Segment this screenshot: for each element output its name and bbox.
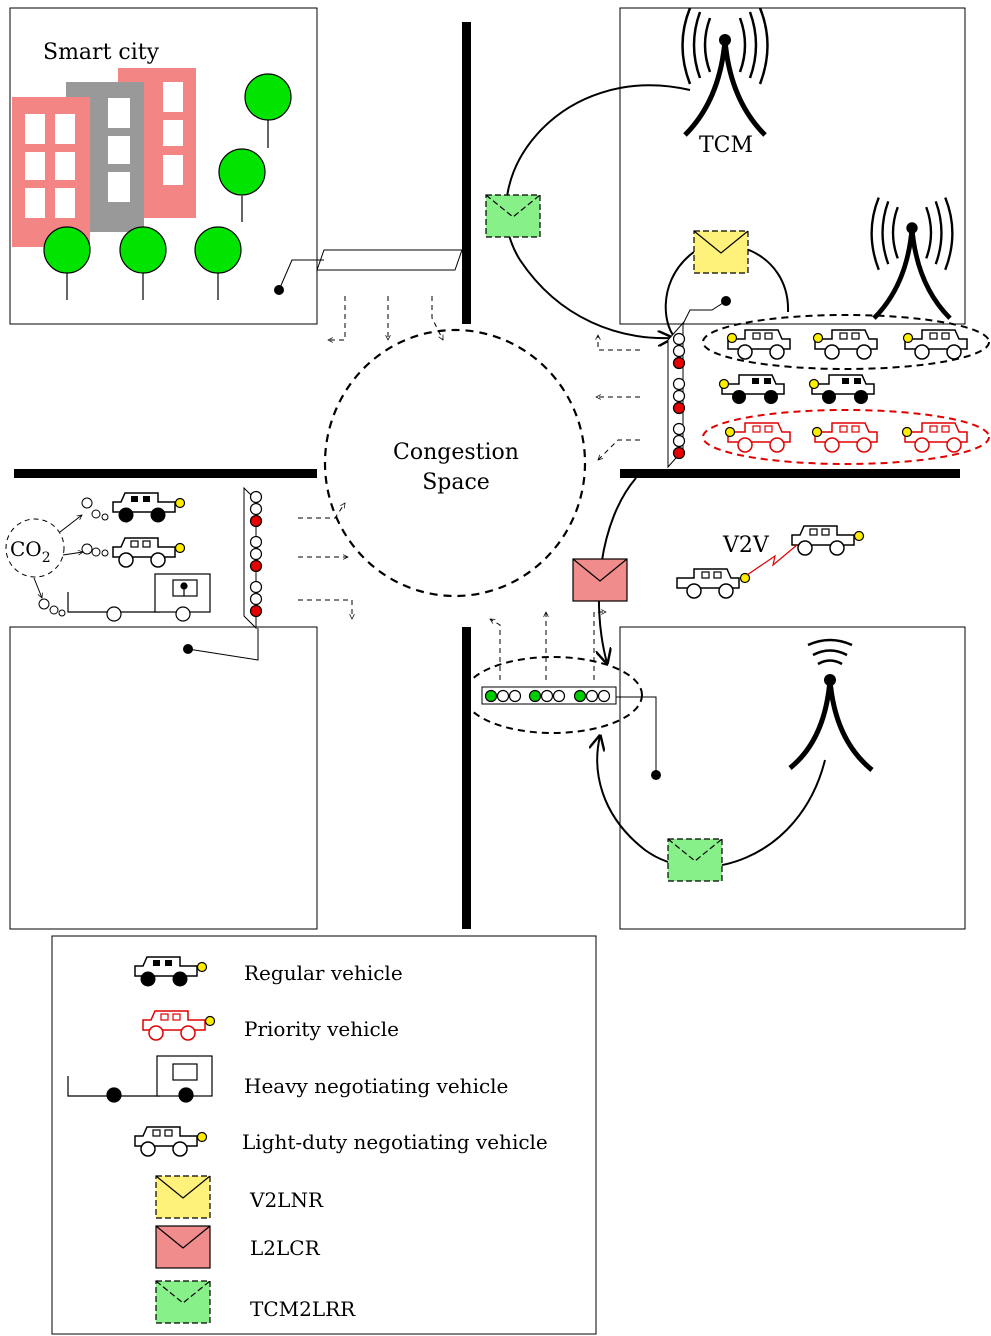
legend-label-heavy: Heavy negotiating vehicle — [244, 1074, 508, 1098]
v2lnr-loop-arc — [664, 243, 790, 339]
legend-v2lnr-icon — [155, 1175, 211, 1219]
legend-label-v2lnr: V2LNR — [249, 1188, 324, 1212]
congestion-label-line1: Congestion — [393, 440, 519, 465]
smart-city-label: Smart city — [43, 40, 160, 65]
right-priority-vehicles — [724, 422, 968, 453]
tcm-label: TCM — [699, 133, 753, 158]
top-flow-arrows — [328, 296, 444, 340]
bottom-flow-arrows — [490, 612, 606, 680]
left-regular-vehicle — [112, 492, 186, 523]
v2v-vehicle-upper — [791, 525, 865, 556]
co2-cloud — [5, 518, 65, 578]
congestion-label-line2: Space — [422, 470, 490, 495]
bottom-antenna-icon — [788, 638, 874, 772]
road-barrier-bottom — [462, 627, 471, 929]
left-heavy-vehicle — [67, 573, 211, 622]
v2v-signal — [746, 544, 798, 576]
right-flow-arrows — [596, 335, 640, 460]
congestion-space — [323, 328, 587, 598]
block-bottom-left — [9, 626, 318, 930]
v2v-label: V2V — [722, 533, 770, 558]
road-barrier-left — [14, 469, 317, 478]
exhaust-bubbles — [38, 497, 109, 617]
road-barrier-right — [620, 469, 960, 478]
bottom-light-group — [463, 656, 643, 734]
light-platoon-group — [702, 314, 990, 370]
co2-label: CO2 — [10, 537, 51, 566]
legend-tcm2lrr-icon — [155, 1280, 211, 1324]
block-top-right — [619, 7, 966, 325]
legend-label-priority: Priority vehicle — [244, 1017, 399, 1041]
road-barrier-top — [462, 22, 471, 324]
v2lnr-envelope-icon — [693, 230, 749, 274]
left-light-vehicle — [112, 537, 186, 568]
block-bottom-right — [619, 626, 966, 930]
tcm-bottom-arc — [597, 736, 826, 869]
building-pink-left — [12, 97, 90, 247]
legend-label-l2lcr: L2LCR — [250, 1236, 321, 1260]
v2v-vehicle-lower — [676, 568, 751, 599]
right-traffic-light — [667, 321, 686, 469]
priority-platoon-group — [702, 409, 990, 465]
legend-label-tcm2lrr: TCM2LRR — [250, 1297, 356, 1321]
tcm2lrr-envelope-bottom-icon — [667, 838, 723, 882]
left-flow-arrows — [298, 503, 352, 619]
top-traffic-light — [274, 249, 463, 295]
legend-label-regular: Regular vehicle — [244, 961, 403, 985]
legend-heavy-vehicle-icon — [67, 1055, 213, 1103]
tcm2lrr-envelope-top-icon — [485, 194, 541, 238]
right-light-pointer — [679, 296, 731, 331]
right-regular-vehicles — [718, 374, 875, 404]
bottom-traffic-light — [481, 686, 661, 780]
legend-label-light: Light-duty negotiating vehicle — [242, 1130, 548, 1154]
co2-arrows — [33, 515, 83, 598]
l2lcr-envelope-icon — [572, 558, 628, 602]
trees — [43, 73, 292, 300]
right-light-vehicles — [726, 329, 968, 360]
left-traffic-light — [183, 486, 263, 661]
legend-l2lcr-icon — [155, 1225, 211, 1269]
